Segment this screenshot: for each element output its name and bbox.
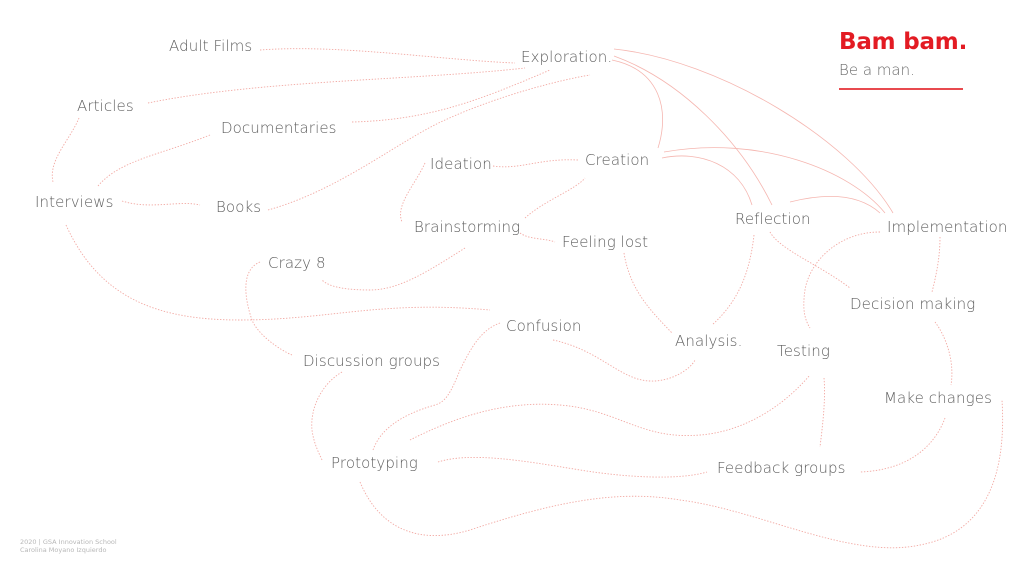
edge-implementation-decision-making xyxy=(931,236,941,293)
edge-discussion-groups-prototyping xyxy=(311,371,343,461)
node-analysis: Analysis. xyxy=(675,332,743,350)
edge-brainstorming-crazy-8 xyxy=(321,247,466,291)
edge-exploration-implementation xyxy=(613,48,894,214)
node-confusion: Confusion xyxy=(506,317,582,335)
node-exploration: Exploration. xyxy=(521,48,613,66)
edge-implementation-testing xyxy=(803,231,881,329)
node-documentaries: Documentaries xyxy=(221,119,337,137)
edge-creation-reflection xyxy=(661,155,753,206)
edge-crazy-8-discussion-groups xyxy=(245,261,293,356)
edge-feeling-lost-analysis xyxy=(623,252,673,334)
edge-ideation-brainstorming xyxy=(400,162,426,223)
edge-exploration-reflection xyxy=(613,55,773,206)
edge-articles-exploration xyxy=(147,67,526,104)
edge-ideation-creation xyxy=(492,159,579,168)
node-ideation: Ideation xyxy=(430,155,492,173)
edge-documentaries-exploration xyxy=(351,69,551,123)
node-creation: Creation xyxy=(585,151,650,169)
brand-title: Bam bam. xyxy=(839,29,968,55)
edge-confusion-prototyping xyxy=(372,322,501,451)
node-feedback-groups: Feedback groups xyxy=(717,459,846,477)
edge-prototyping-feedback-groups xyxy=(437,456,708,478)
edge-prototyping-testing xyxy=(409,374,811,441)
brand-underline xyxy=(839,88,963,90)
edge-exploration-creation xyxy=(611,59,664,149)
node-implementation: Implementation xyxy=(887,218,1008,236)
footer-line-year-school: 2020 | GSA Innovation School xyxy=(20,538,117,546)
edge-reflection-implementation xyxy=(789,195,881,214)
node-prototyping: Prototyping xyxy=(331,454,418,472)
node-feeling-lost: Feeling lost xyxy=(562,233,649,251)
edge-adult-films-exploration xyxy=(259,48,516,64)
node-articles: Articles xyxy=(77,97,134,115)
node-adult-films: Adult Films xyxy=(169,37,253,55)
edge-brainstorming-creation xyxy=(524,177,586,219)
edge-make-changes-feedback-groups xyxy=(859,417,946,473)
node-decision-making: Decision making xyxy=(850,295,976,313)
edge-interviews-documentaries xyxy=(97,134,211,187)
edge-creation-implementation xyxy=(663,147,886,214)
brand-block: Bam bam. Be a man. xyxy=(839,28,967,90)
node-interviews: Interviews xyxy=(35,193,114,211)
node-testing: Testing xyxy=(777,342,830,360)
edge-interviews-books xyxy=(121,200,201,206)
footer-credits: 2020 | GSA Innovation School Carolina Mo… xyxy=(20,538,117,554)
edge-decision-making-make-changes xyxy=(934,321,953,386)
brand-subtitle: Be a man. xyxy=(839,61,915,79)
edge-articles-interviews xyxy=(51,117,80,183)
node-crazy-8: Crazy 8 xyxy=(268,254,326,272)
edge-confusion-analysis xyxy=(552,339,696,382)
node-make-changes: Make changes xyxy=(884,389,992,407)
edge-interviews-confusion xyxy=(65,224,491,321)
edge-prototyping-make-changes xyxy=(359,399,1004,549)
edge-testing-feedback-groups xyxy=(819,377,825,448)
edge-brainstorming-feeling-lost xyxy=(519,232,556,243)
node-discussion-groups: Discussion groups xyxy=(303,352,441,370)
edge-reflection-decision-making xyxy=(769,231,851,289)
edge-reflection-analysis xyxy=(711,234,755,326)
edge-books-exploration xyxy=(267,74,591,211)
node-reflection: Reflection xyxy=(735,210,811,228)
footer-line-author: Carolina Moyano Izquierdo xyxy=(20,546,107,554)
node-brainstorming: Brainstorming xyxy=(414,218,521,236)
node-books: Books xyxy=(216,198,262,216)
